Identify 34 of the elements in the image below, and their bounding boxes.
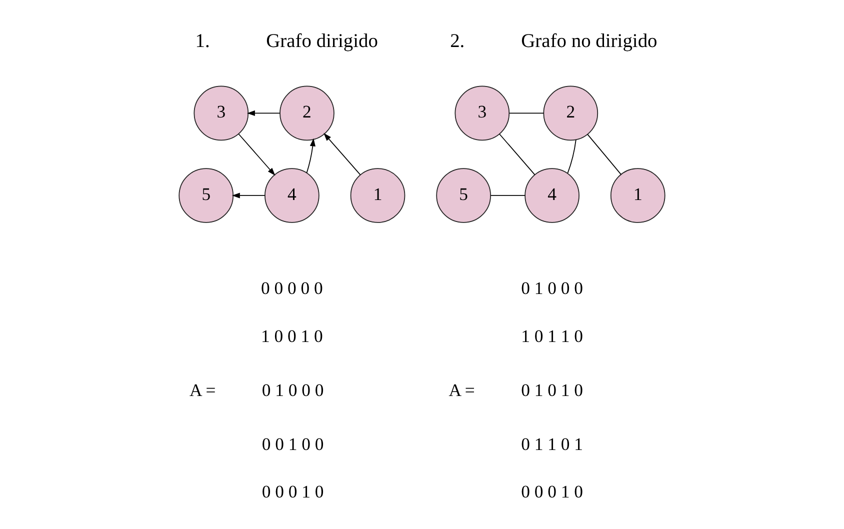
arrow [246,110,280,116]
node-circle: 5 [436,168,492,223]
arrow [238,134,276,176]
node-circle: 2 [543,86,598,141]
label: 0 1 0 0 0 [521,278,584,298]
label: Grafo no dirigido [521,30,658,52]
arrow [232,192,266,198]
label: 2. [450,30,465,52]
arrow [324,132,361,176]
label: 0 0 0 1 0 [521,482,584,502]
label: 0 0 1 0 0 [262,434,324,454]
node-circle: 1 [350,168,406,223]
label: 0 1 1 0 1 [521,434,584,454]
label: A = [448,380,475,400]
label: 0 1 0 0 0 [262,380,324,400]
label: 0 0 0 0 0 [260,278,323,298]
connector [490,195,526,196]
connector [499,134,536,176]
label: 0 1 0 1 0 [521,380,584,400]
node-circle: 5 [178,168,234,223]
connector [509,112,544,114]
connector [567,139,576,174]
label: Grafo dirigido [266,30,378,52]
label: 1. [195,30,210,52]
label: 0 0 0 1 0 [262,482,324,502]
label: 1 0 0 1 0 [260,326,323,346]
node-circle: 1 [610,168,666,223]
label: A = [189,380,216,400]
node-circle: 4 [524,168,580,223]
connector [587,134,622,175]
node-circle: 3 [194,86,249,141]
label: 1 0 1 1 0 [521,326,584,346]
arrow [306,138,316,174]
node-circle: 3 [454,86,510,141]
